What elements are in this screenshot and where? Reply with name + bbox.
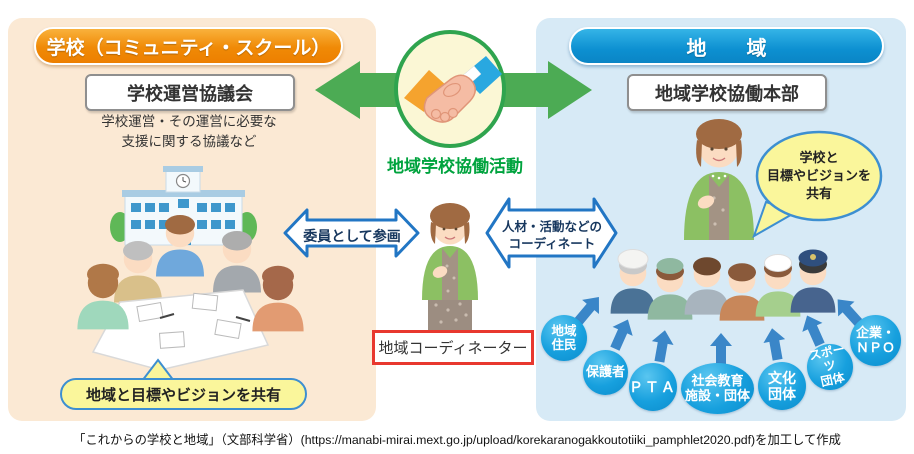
school-share-bubble: 地域と目標やビジョンを共有 [60,378,307,410]
coordination-arrow-label: 人材・活動などの コーディネート [501,220,602,251]
coordination-arrow [485,197,618,269]
school-share-bubble-label: 地域と目標やビジョンを共有 [85,386,281,404]
participation-arrow-label: 委員として参画 [303,228,401,244]
member-circle-social-education: 社会教育 施設・団体 [681,363,754,414]
member-circle-parents: 保護者 [583,350,628,395]
school-badge-label: 学校（コミュニティ・スクール） [46,37,331,59]
region-badge-label: 地 域 [686,37,777,60]
collaboration-activity-label: 地域学校協働活動 [387,157,523,176]
hq-coordinator-illustration [684,119,754,240]
member-circle-npo: 企業・ ＮＰＯ [850,315,901,366]
source-citation: 「これからの学校と地域」（文部科学省）(https://manabi-mirai… [73,433,841,447]
coordinator-illustration [422,203,478,332]
region-hq-label: 地域学校協働本部 [655,83,799,104]
right-bubble [752,130,883,239]
coordinator-box: 地域コーディネーター [372,330,534,365]
meeting-table [91,289,270,371]
council-meeting-illustration [77,215,304,371]
handshake-icon [394,30,506,148]
region-badge: 地 域 [569,27,884,65]
community-people-illustration [610,249,836,321]
participation-arrow [283,208,420,258]
member-circle-pta: ＰＴＡ [629,363,677,411]
member-circle-culture: 文化 団体 [758,362,806,410]
school-council-box: 学校運営協議会 [85,74,295,111]
school-council-label: 学校運営協議会 [127,83,253,104]
region-hq-box: 地域学校協働本部 [627,74,827,111]
council-description: 学校運営・その運営に必要な 支援に関する協議など [101,114,277,150]
member-circle-residents: 地域 住民 [541,315,587,361]
region-share-bubble-label: 学校と 目標やビジョンを 共有 [766,150,871,202]
coordinator-box-label: 地域コーディネーター [378,340,528,357]
school-badge: 学校（コミュニティ・スクール） [34,27,343,65]
